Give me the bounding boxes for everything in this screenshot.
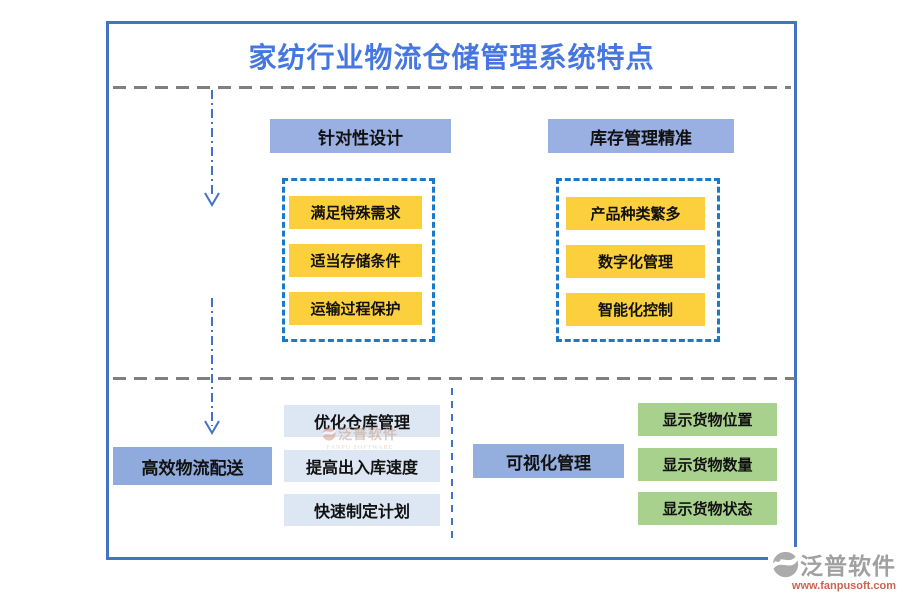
group-header-efficient-logistics: 高效物流配送 [113,447,272,485]
feature-item: 提高出入库速度 [284,450,440,482]
group-header-inventory-precision: 库存管理精准 [548,119,734,153]
down-arrow-icon [204,90,220,207]
feature-item: 智能化控制 [566,293,705,326]
down-arrow-icon [204,298,220,435]
page-title: 家纺行业物流仓储管理系统特点 [248,43,655,74]
top-divider [113,86,791,89]
feature-item: 优化仓库管理 [284,405,440,437]
feature-item: 显示货物位置 [638,403,777,436]
feature-item: 快速制定计划 [284,494,440,526]
diagram-frame [106,21,797,560]
group-header-visual-management: 可视化管理 [473,444,624,478]
group-container [556,178,720,342]
feature-item: 数字化管理 [566,245,705,278]
feature-item: 满足特殊需求 [289,196,422,229]
brand-logo: 泛普软件 www.fanpusoft.com [768,547,896,592]
feature-item: 运输过程保护 [289,292,422,325]
feature-item: 显示货物数量 [638,448,777,481]
feature-item: 显示货物状态 [638,492,777,525]
group-container [282,178,435,342]
feature-item: 适当存储条件 [289,244,422,277]
brand-logo-url: www.fanpusoft.com [791,580,896,592]
brand-logo-text: 泛普软件 [800,553,896,579]
middle-divider [113,377,795,380]
group-header-targeted-design: 针对性设计 [270,119,451,153]
feature-item: 产品种类繁多 [566,197,705,230]
fanpu-logo-icon [772,551,799,577]
bottom-section-separator [451,388,453,543]
